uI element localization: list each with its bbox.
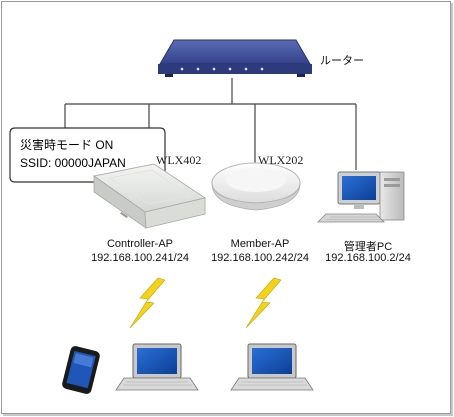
controller-ap-icon: [92, 163, 207, 229]
laptop-icon: [115, 343, 199, 391]
member-ap-name: Member-AP: [230, 238, 290, 250]
member-ap-model: WLX202: [258, 153, 304, 167]
router-label: ルーター: [320, 55, 364, 67]
callout-line-1: 災害時モード ON: [20, 138, 114, 152]
member-ap-icon: [211, 162, 301, 211]
callout-line-2: SSID: 00000JAPAN: [20, 156, 126, 170]
controller-ap-model: WLX402: [156, 153, 202, 167]
controller-ap-ip: 192.168.100.241/24: [91, 252, 189, 264]
admin-pc-ip: 192.168.100.2/24: [325, 252, 411, 264]
network-lines: [64, 78, 357, 170]
member-ap-ip: 192.168.100.242/24: [211, 252, 309, 264]
desktop-pc-icon: [317, 171, 405, 223]
controller-ap-name: Controller-AP: [106, 238, 174, 250]
router-icon: [158, 39, 312, 77]
wireless-signal-icon: [245, 277, 282, 329]
smartphone-icon: [62, 346, 100, 394]
admin-pc-name: 管理者PC: [343, 241, 393, 253]
wireless-signal-icon: [129, 277, 166, 329]
laptop-icon: [230, 343, 314, 391]
